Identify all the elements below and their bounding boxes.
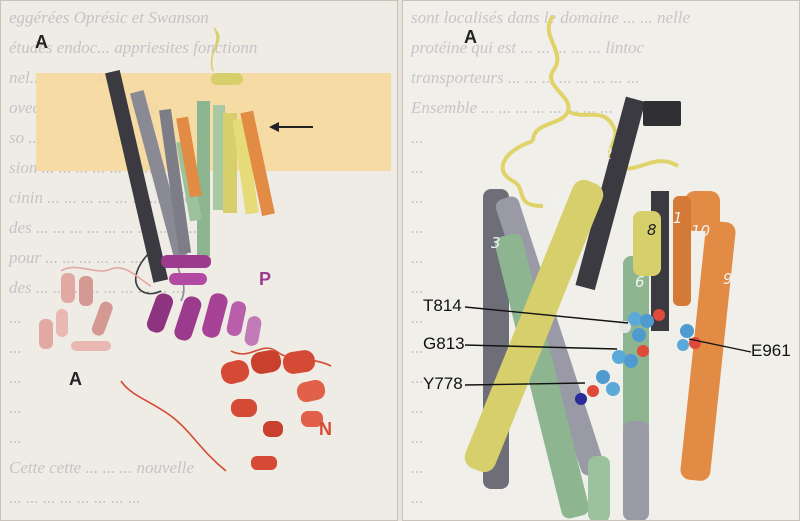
right-helix-8 [633,211,661,276]
helix-number-5: 5 [537,236,547,254]
arrow-pointer [269,122,313,132]
right-panel: sont localisés dans le domaine ... ... n… [402,0,800,521]
helix-number-9: 9 [723,270,733,288]
n-helix-6 [263,421,283,437]
p-helix-5 [202,293,228,338]
p-helix-1 [161,255,211,268]
right-helix-5 [495,233,589,519]
domain-n-helices [220,350,326,470]
a-helix-1 [61,273,75,303]
helix-number-1: 1 [673,209,683,227]
domain-a-helices [39,273,113,351]
residue-y778-number: 778 [434,374,463,393]
residue-leader-lines [464,306,752,386]
helix-grey-2 [159,108,192,255]
protein-ribbon-left [36,27,391,472]
residue-e961-number: 961 [762,341,791,360]
n-helix-5 [231,399,257,417]
right-helix-green-bottom [588,456,610,520]
helix-orange-1 [176,116,202,198]
domain-label-p: P [259,269,272,289]
right-helix-grey-bottom [623,421,649,520]
helix-dark [105,69,169,283]
right-helix-dark-2 [575,96,646,291]
panel-letter-left: A [35,32,48,52]
loop-pink [60,266,152,287]
protein-ribbon-right: 1 2 3 4 5 6 8 9 10 [464,14,752,520]
helix-green-1 [197,101,210,256]
residue-t814-number: 814 [433,296,462,315]
residue-g813-number: 813 [436,334,465,353]
panel-letter-right: A [464,27,477,47]
n-helix-8 [301,411,323,427]
domain-label-n: N [319,419,332,439]
helix-yellow-top [211,73,243,85]
domain-p-helices [146,255,262,346]
residue-spheres [575,309,701,405]
residue-g813-letter: G [423,334,437,353]
loop-dark [135,250,162,295]
residue-label-y778: Y778 [423,374,463,394]
helix-yellow-2 [232,118,259,215]
residue-label-e961: E961 [751,341,791,361]
residue-label-t814: T814 [423,296,462,316]
helix-number-8: 8 [647,221,657,239]
p-helix-3 [146,293,174,333]
transmembrane-helices [105,69,275,283]
helix-grey-1 [130,89,188,258]
right-helix-7 [464,179,604,473]
a-helix-5 [91,301,113,336]
helix-yellow-1 [223,113,237,213]
domain-label-a: A [69,369,82,389]
a-helix-6 [71,341,111,351]
n-helix-3 [282,350,316,374]
residue-t814-letter: T [423,296,434,315]
p-helix-6 [226,301,247,336]
a-helix-3 [39,319,53,349]
helix-number-6: 6 [635,273,645,291]
p-helix-2 [169,273,207,285]
loop-red-2 [120,380,227,472]
right-helix-10-top [685,191,720,231]
helix-number-2: 2 [603,145,613,163]
p-helix-7 [244,316,262,346]
residue-y778-letter: Y [423,374,435,393]
n-helix-4 [296,379,326,403]
n-helix-7 [251,456,277,470]
loop-yellow-top [210,27,220,72]
n-helix-1 [220,359,250,385]
helix-number-4: 4 [551,192,561,210]
residue-e961-letter: E [751,341,763,360]
right-helix-10 [673,196,691,306]
helix-orange-2 [240,110,275,217]
p-helix-4 [174,296,202,341]
a-helix-4 [56,309,68,337]
right-helix-dark-top [643,101,681,126]
a-helix-2 [79,276,93,306]
helix-number-10: 10 [691,222,710,240]
residue-label-g813: G813 [423,334,465,354]
n-helix-2 [250,350,282,374]
helix-green-3 [213,105,225,210]
right-helix-9 [680,221,736,481]
helix-number-3: 3 [491,234,501,252]
helix-numbers: 1 2 3 4 5 6 8 9 10 [491,145,733,291]
